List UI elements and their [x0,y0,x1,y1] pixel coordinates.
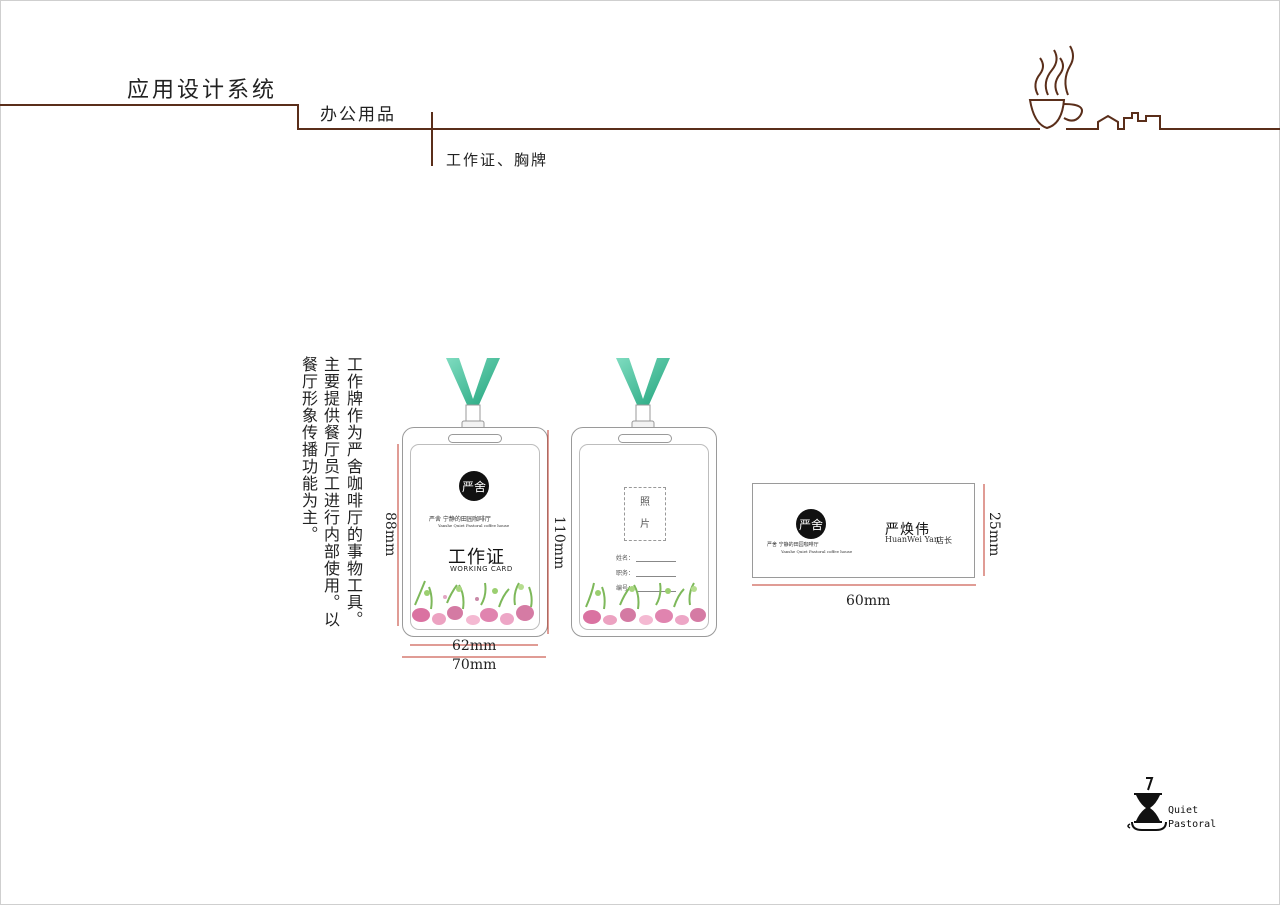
badge-back-slot [618,434,672,443]
nameplate-name-en: HuanWei Yan [885,535,940,544]
dim-badge-inner-height: 88mm [382,512,398,557]
badge-front-title: 工作证 [448,547,505,568]
dim-nameplate-width: 60mm [846,593,891,609]
description-col-1: 工作牌作为严舍咖啡厅的事物工具。 [344,356,363,628]
footer-brand: Quiet Pastoral [1168,804,1216,832]
page-title: 应用设计系统 [127,78,278,103]
floral-decoration-icon [412,580,534,625]
nameplate-slogan: 严舍 宁静的田园咖啡厅 [767,542,819,548]
badge-front-slogan-en: Yanshe Quiet Pastoral coffee house [438,523,510,528]
dim-badge-inner-width: 62mm [452,638,497,654]
badge-front-slogan: 严舍 宁静的田园咖啡厅 [429,516,491,523]
description-col-3: 餐厅形象传播功能为主。 [299,356,318,543]
lanyard-back-icon [616,358,670,432]
coffee-cup-icon [1028,99,1066,130]
field-number: 编号： [616,583,677,592]
badge-front-subtitle: WORKING CARD [450,565,513,573]
nameplate-role: 店长 [936,536,952,545]
nameplate-name: 严焕伟 [885,522,930,538]
dim-nameplate-height: 25mm [986,512,1002,557]
hourglass-cup-logo-icon [1127,777,1167,831]
dim-badge-outer-width: 70mm [452,657,497,673]
nameplate-dimension-lines [752,484,985,586]
badge-front-card: 严舍 严舍 宁静的田园咖啡厅 Yanshe Quiet Pastoral cof… [410,444,540,630]
badge-front-slot [448,434,502,443]
badge-dimension-lines [397,430,549,658]
header-lines [0,45,1280,166]
description-col-2: 主要提供餐厅员工进行内部使用。以 [321,356,340,628]
nameplate-slogan-en: Yanshe Quiet Pastoral coffee house [781,549,853,554]
lanyard-front-icon [446,358,500,432]
photo-placeholder: 照 片 [624,487,666,541]
houses-icon [1066,112,1280,130]
page-subtitle: 办公用品 [320,105,396,125]
badge-front-logo: 严舍 [459,471,489,501]
footer-brand-line1: Quiet [1168,805,1199,816]
field-position: 职务： [616,568,677,577]
section-title: 工作证、胸牌 [446,151,549,169]
floral-decoration-back-icon [583,582,706,625]
nameplate: 严舍 严舍 宁静的田园咖啡厅 Yanshe Quiet Pastoral cof… [752,483,975,578]
badge-back-card: 照 片 姓名： 职务： 编号： [579,444,709,630]
footer-brand-line2: Pastoral [1168,819,1217,830]
field-name: 姓名： [616,553,677,562]
header-rule [0,104,1040,130]
nameplate-logo: 严舍 [796,509,826,539]
dim-badge-outer-height: 110mm [551,516,567,570]
